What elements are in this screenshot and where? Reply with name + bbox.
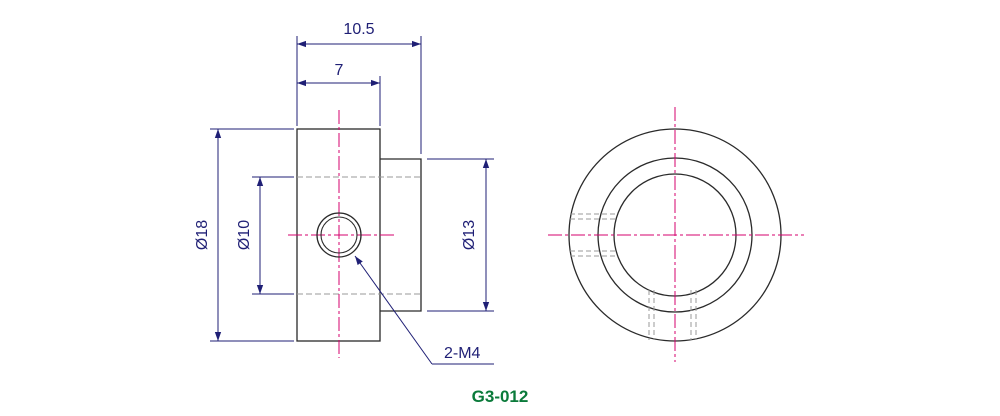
hub-outline (380, 158, 422, 312)
outer-diameter-label: Ø18 (194, 220, 211, 250)
tapped-hole-inner (320, 216, 358, 254)
part-number-caption: G3-012 (472, 387, 529, 406)
bore-diameter-label: Ø10 (236, 220, 253, 250)
side-view: 2-M4 10.5 7 Ø18 Ø10 Ø13 (194, 21, 494, 365)
body-length-label: 7 (335, 62, 344, 79)
front-view (548, 107, 804, 362)
thread-leader-line (354, 255, 433, 365)
thread-callout-label: 2-M4 (444, 345, 481, 362)
tapped-hole-outer (316, 212, 362, 258)
overall-length-label: 10.5 (343, 21, 374, 38)
hub-diameter-label: Ø13 (461, 220, 478, 250)
hidden-tapped-hole-bottom (648, 290, 697, 340)
